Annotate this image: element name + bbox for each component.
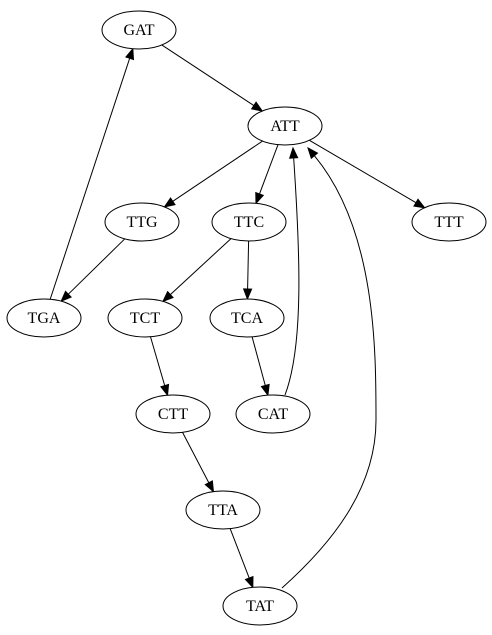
edge-ttg-to-tga-line	[67, 238, 126, 295]
edge-ttc-to-tct	[161, 238, 232, 303]
node-cat: CAT	[235, 394, 311, 434]
edge-ctt-to-tta-line	[182, 432, 210, 484]
node-tta-ellipse	[185, 490, 261, 530]
node-gat-label: GAT	[123, 22, 154, 39]
edge-gat-to-att-line	[161, 44, 255, 106]
node-tga-ellipse	[6, 298, 82, 338]
edge-tga-to-gat-line	[49, 58, 131, 300]
edge-ttc-to-tct-line	[169, 238, 232, 295]
edge-ttc-to-tct-arrowhead	[161, 290, 174, 303]
node-att-ellipse	[247, 106, 323, 146]
edge-tta-to-tat-line	[229, 528, 250, 579]
edge-tta-to-tat	[229, 528, 254, 589]
node-gat-ellipse	[101, 10, 177, 50]
edge-tat-to-att	[281, 146, 377, 589]
node-ttg-ellipse	[104, 202, 180, 242]
node-cat-ellipse	[235, 394, 311, 434]
node-ttc-ellipse	[211, 202, 287, 242]
edge-att-to-ttg	[163, 140, 263, 208]
node-tca-ellipse	[209, 298, 285, 338]
node-tat-ellipse	[222, 586, 298, 626]
node-tca-label: TCA	[231, 310, 263, 327]
node-tga-label: TGA	[28, 310, 61, 327]
edge-tat-to-att-line	[281, 155, 377, 589]
node-gat: GAT	[101, 10, 177, 50]
edge-tca-to-cat-arrowhead	[260, 383, 270, 397]
node-tca: TCA	[209, 298, 285, 338]
edge-ttg-to-tga	[60, 238, 126, 303]
edge-tat-to-att-arrowhead	[307, 146, 319, 160]
edge-ctt-to-tta-arrowhead	[204, 480, 215, 493]
edge-att-to-ttt-arrowhead	[413, 198, 426, 209]
edge-tca-to-cat-line	[251, 336, 266, 386]
edge-cat-to-att-line	[284, 157, 300, 396]
node-tga: TGA	[6, 298, 82, 338]
edge-att-to-ttg-line	[172, 140, 263, 202]
node-ctt-label: CTT	[158, 406, 188, 423]
node-att-label: ATT	[270, 118, 300, 135]
edge-cat-to-att	[284, 146, 300, 396]
edge-ctt-to-tta	[182, 432, 215, 493]
node-ttg-label: TTG	[126, 214, 158, 231]
edge-tga-to-gat	[49, 47, 135, 300]
edge-ttc-to-tca-line	[247, 240, 250, 290]
node-att: ATT	[247, 106, 323, 146]
node-tct-label: TCT	[130, 310, 160, 327]
edge-gat-to-att-arrowhead	[250, 101, 264, 112]
node-tta-label: TTA	[208, 502, 238, 519]
edge-ttc-to-tca-arrowhead	[242, 288, 253, 301]
edge-att-to-ttc	[255, 144, 279, 205]
edge-att-to-ttt	[309, 139, 426, 209]
node-tta: TTA	[185, 490, 261, 530]
edges-layer	[49, 44, 426, 589]
node-tct-ellipse	[107, 298, 183, 338]
edge-cat-to-att-arrowhead	[288, 146, 299, 159]
node-ctt: CTT	[135, 394, 211, 434]
edge-ttg-to-tga-arrowhead	[60, 290, 72, 303]
edge-tct-to-ctt-line	[150, 336, 166, 386]
edge-tca-to-cat	[251, 336, 270, 397]
edge-gat-to-att	[161, 44, 264, 112]
edge-tga-to-gat-arrowhead	[125, 47, 135, 61]
edge-ttc-to-tca	[242, 240, 253, 301]
edge-att-to-ttc-arrowhead	[255, 191, 265, 205]
node-ttc-label: TTC	[234, 214, 264, 231]
node-tat: TAT	[222, 586, 298, 626]
node-tct: TCT	[107, 298, 183, 338]
node-ttt-label: TTT	[434, 214, 464, 231]
node-ttt: TTT	[411, 202, 487, 242]
edge-tta-to-tat-arrowhead	[244, 575, 254, 589]
node-ttc: TTC	[211, 202, 287, 242]
edge-tct-to-ctt-arrowhead	[160, 383, 170, 397]
node-ttg: TTG	[104, 202, 180, 242]
edge-tct-to-ctt	[150, 336, 170, 397]
nodes-layer: GAT ATT TTG TTC TTT TGA TCT TCA CTT CAT TTA TAT	[6, 10, 487, 626]
node-ctt-ellipse	[135, 394, 211, 434]
node-cat-label: CAT	[258, 406, 288, 423]
edge-att-to-ttc-line	[259, 144, 279, 195]
node-ttt-ellipse	[411, 202, 487, 242]
node-tat-label: TAT	[246, 598, 274, 615]
edge-att-to-ttt-line	[309, 139, 417, 204]
edge-att-to-ttg-arrowhead	[163, 197, 176, 208]
